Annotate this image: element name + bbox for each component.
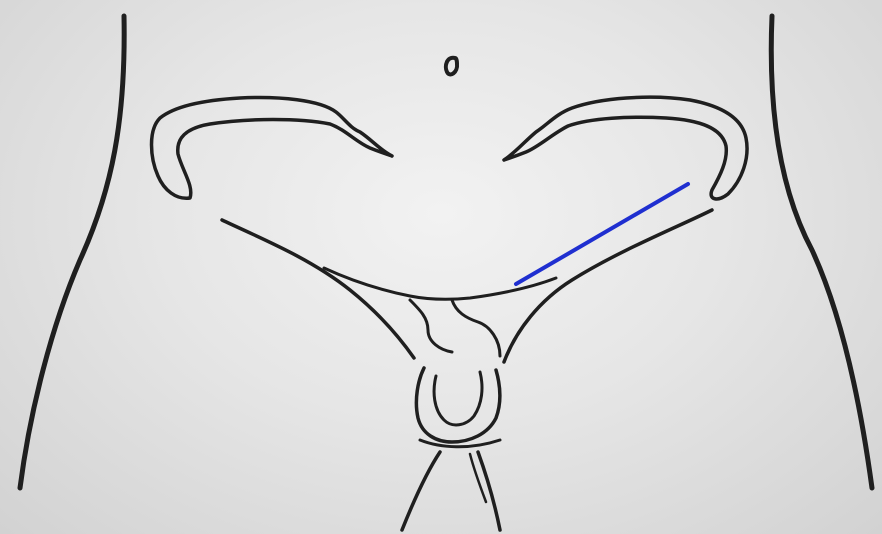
pubic-outline-inner-right: [452, 300, 500, 356]
body-contour-left: [20, 16, 124, 488]
thigh-line-left: [402, 452, 440, 530]
navel: [446, 58, 457, 75]
body-contour-right: [771, 16, 872, 488]
iliac-crest-left: [152, 98, 393, 199]
genital-inner: [434, 372, 482, 425]
pubic-outline-inner-left: [410, 300, 452, 352]
pubic-outline: [324, 268, 556, 299]
iliac-crest-right: [504, 97, 747, 199]
genital-outline: [416, 368, 499, 442]
thigh-line-inner: [470, 454, 486, 502]
